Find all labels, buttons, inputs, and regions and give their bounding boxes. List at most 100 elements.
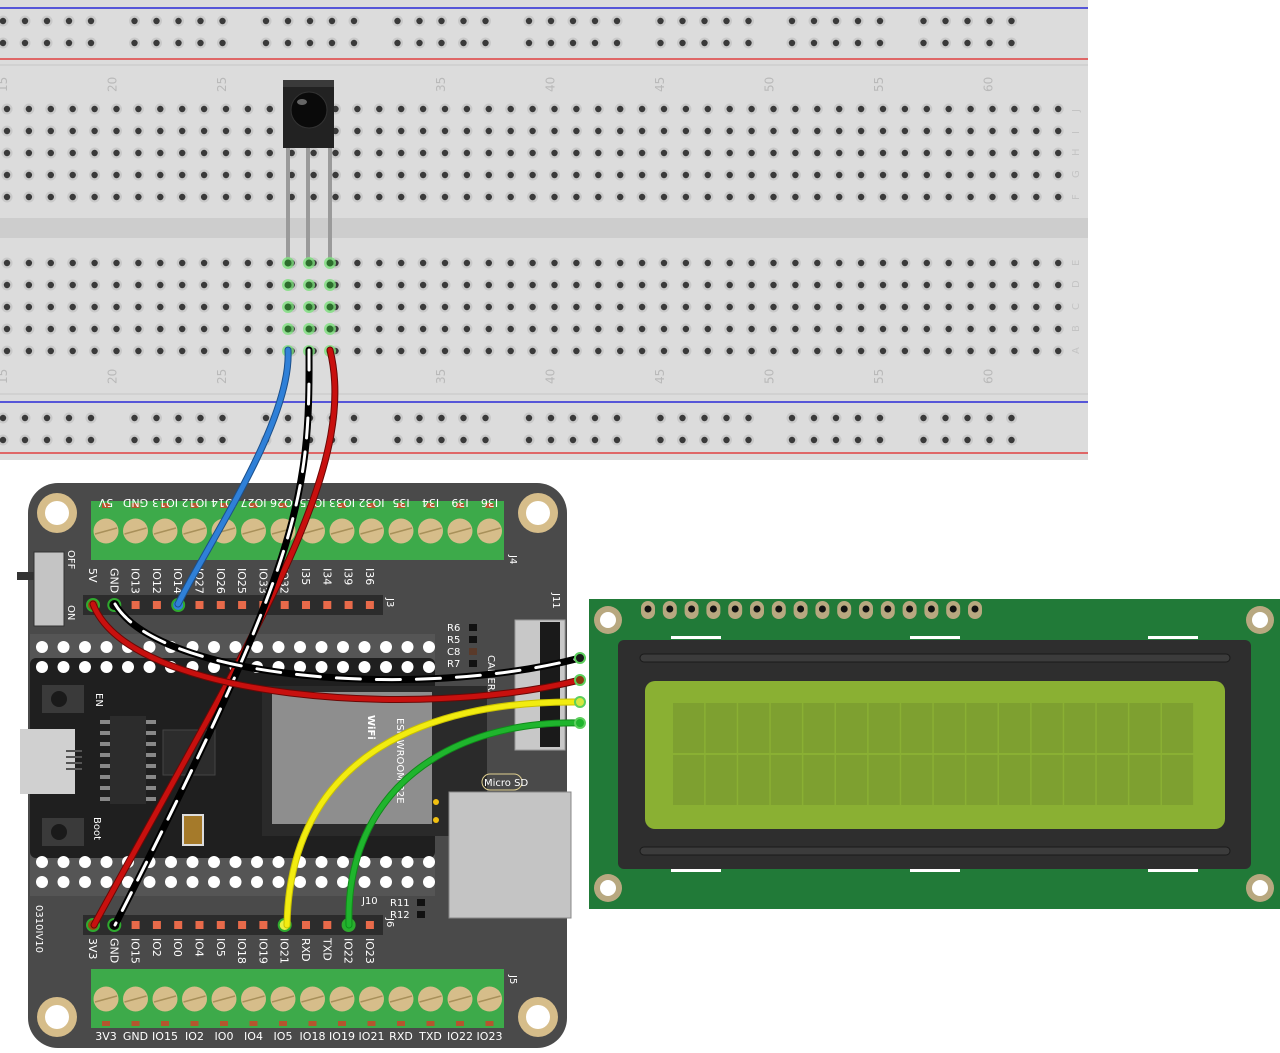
breadboard-hole[interactable] (857, 193, 865, 201)
breadboard-hole[interactable] (175, 414, 182, 422)
breadboard-hole[interactable] (222, 171, 230, 179)
breadboard-hole[interactable] (551, 171, 558, 179)
breadboard-hole[interactable] (25, 303, 33, 311)
breadboard-hole[interactable] (398, 149, 405, 157)
breadboard-hole[interactable] (179, 193, 186, 201)
breadboard-hole[interactable] (179, 259, 186, 267)
breadboard-hole[interactable] (679, 436, 686, 444)
breadboard-hole[interactable] (854, 39, 862, 47)
breadboard-hole[interactable] (222, 281, 230, 289)
breadboard-hole[interactable] (244, 259, 252, 267)
breadboard-hole[interactable] (595, 105, 602, 113)
breadboard-hole[interactable] (288, 171, 295, 179)
breadboard-hole[interactable] (332, 149, 339, 157)
boot-button[interactable] (42, 818, 84, 846)
breadboard-hole[interactable] (197, 436, 204, 444)
breadboard-hole[interactable] (135, 303, 142, 311)
breadboard-hole[interactable] (3, 171, 11, 179)
breadboard-hole[interactable] (660, 325, 668, 333)
breadboard-hole[interactable] (704, 149, 711, 157)
breadboard-hole[interactable] (376, 193, 383, 201)
breadboard-hole[interactable] (463, 127, 471, 135)
breadboard-hole[interactable] (131, 17, 138, 25)
breadboard-hole[interactable] (1033, 281, 1040, 289)
breadboard-hole[interactable] (244, 281, 252, 289)
breadboard-hole[interactable] (222, 325, 230, 333)
breadboard-hole[interactable] (770, 105, 777, 113)
breadboard-hole[interactable] (660, 171, 668, 179)
breadboard-hole[interactable] (25, 347, 33, 355)
breadboard-hole[interactable] (507, 171, 514, 179)
breadboard-hole[interactable] (832, 39, 840, 47)
breadboard-hole[interactable] (419, 105, 427, 113)
breadboard-hole[interactable] (47, 193, 54, 201)
breadboard-hole[interactable] (507, 325, 514, 333)
breadboard-hole[interactable] (682, 127, 690, 135)
breadboard-hole[interactable] (485, 105, 492, 113)
breadboard-hole[interactable] (222, 193, 230, 201)
breadboard-hole[interactable] (200, 281, 208, 289)
breadboard-hole[interactable] (704, 105, 711, 113)
breadboard-hole[interactable] (876, 436, 884, 444)
breadboard-hole[interactable] (989, 171, 996, 179)
header-pin[interactable] (152, 921, 161, 929)
breadboard-hole[interactable] (986, 414, 993, 422)
active-hole[interactable] (305, 281, 313, 289)
breadboard-hole[interactable] (394, 414, 401, 422)
breadboard-hole[interactable] (682, 149, 690, 157)
breadboard-hole[interactable] (354, 259, 361, 267)
breadboard-hole[interactable] (1055, 303, 1062, 311)
breadboard-hole[interactable] (441, 325, 449, 333)
breadboard-hole[interactable] (613, 414, 621, 422)
breadboard-hole[interactable] (617, 105, 624, 113)
breadboard-hole[interactable] (47, 127, 54, 135)
breadboard-hole[interactable] (854, 414, 862, 422)
breadboard-hole[interactable] (617, 325, 624, 333)
breadboard-hole[interactable] (923, 281, 930, 289)
breadboard-hole[interactable] (617, 193, 624, 201)
breadboard-hole[interactable] (354, 281, 361, 289)
breadboard-hole[interactable] (200, 149, 208, 157)
breadboard-hole[interactable] (792, 303, 799, 311)
breadboard-hole[interactable] (748, 127, 755, 135)
breadboard-hole[interactable] (398, 281, 405, 289)
breadboard-hole[interactable] (660, 347, 668, 355)
breadboard-hole[interactable] (244, 171, 252, 179)
breadboard-hole[interactable] (525, 414, 533, 422)
breadboard-hole[interactable] (354, 325, 361, 333)
breadboard-hole[interactable] (660, 105, 668, 113)
breadboard-hole[interactable] (69, 347, 76, 355)
breadboard-hole[interactable] (810, 39, 818, 47)
breadboard-hole[interactable] (135, 259, 142, 267)
lcd-header-pin[interactable] (753, 605, 761, 613)
breadboard-hole[interactable] (879, 281, 887, 289)
breadboard-hole[interactable] (460, 436, 467, 444)
breadboard-hole[interactable] (416, 39, 423, 47)
breadboard-hole[interactable] (1055, 325, 1062, 333)
breadboard-hole[interactable] (376, 325, 383, 333)
breadboard-hole[interactable] (1033, 347, 1040, 355)
breadboard-hole[interactable] (857, 347, 865, 355)
header-pin[interactable] (238, 921, 247, 929)
breadboard-hole[interactable] (901, 127, 909, 135)
breadboard-hole[interactable] (810, 436, 818, 444)
breadboard-hole[interactable] (441, 303, 449, 311)
breadboard-hole[interactable] (197, 39, 204, 47)
breadboard-hole[interactable] (43, 414, 51, 422)
breadboard-hole[interactable] (113, 149, 120, 157)
breadboard-hole[interactable] (354, 171, 361, 179)
breadboard-hole[interactable] (638, 105, 646, 113)
breadboard-hole[interactable] (441, 149, 449, 157)
ir-receiver[interactable] (283, 80, 334, 262)
breadboard-hole[interactable] (1011, 303, 1018, 311)
breadboard-hole[interactable] (200, 259, 208, 267)
breadboard-hole[interactable] (175, 17, 182, 25)
breadboard-hole[interactable] (836, 105, 843, 113)
micro-sd-slot[interactable] (448, 791, 572, 919)
breadboard-hole[interactable] (745, 414, 752, 422)
breadboard-hole[interactable] (438, 436, 445, 444)
breadboard-hole[interactable] (262, 39, 270, 47)
breadboard-hole[interactable] (792, 149, 799, 157)
breadboard-hole[interactable] (266, 347, 273, 355)
breadboard-hole[interactable] (135, 171, 142, 179)
